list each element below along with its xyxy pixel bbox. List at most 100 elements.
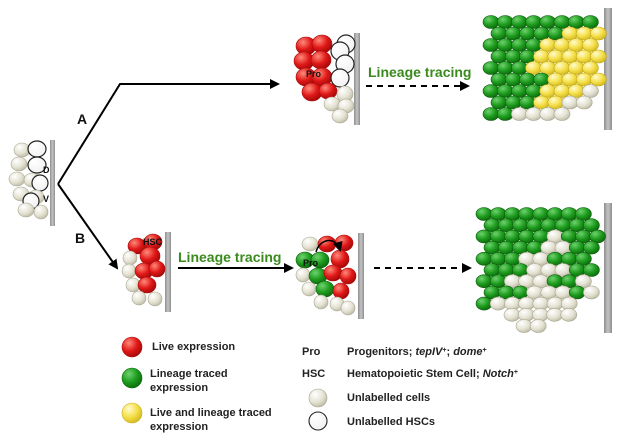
traced-cell	[525, 38, 542, 52]
unlabelled-cell	[340, 300, 356, 316]
traced-cell	[475, 251, 493, 266]
live-traced-cell	[582, 38, 599, 52]
live-cell	[332, 282, 350, 300]
legend-both-line2: expression	[150, 421, 208, 433]
cell-cluster-a-progenitor	[293, 34, 356, 124]
unlabelled-cell	[122, 250, 138, 266]
traced-cell	[511, 15, 528, 29]
traced-cell	[496, 107, 514, 121]
legend-live-expression: Live expression	[152, 341, 235, 353]
unlabelled-cell	[295, 267, 311, 283]
traced-cell	[482, 61, 500, 75]
unlabelled-hsc	[31, 174, 49, 192]
branch-a-arrow	[57, 79, 280, 185]
traced-cell	[504, 95, 522, 110]
live-cell	[318, 82, 338, 100]
unlabelled-cell	[301, 281, 317, 297]
traced-cell	[533, 26, 550, 41]
traced-cell	[482, 84, 500, 98]
unlabelled-cell	[511, 107, 528, 121]
live-traced-cell	[547, 72, 565, 87]
legend-pro-sep: ;	[446, 346, 453, 358]
live-traced-cell	[575, 49, 593, 64]
legend-yellow-swatch	[121, 402, 143, 424]
live-cell	[339, 267, 357, 285]
dorsal-label: D	[43, 165, 50, 175]
unlabelled-hsc	[330, 68, 350, 88]
dorsal-vessel-bars	[50, 8, 612, 333]
unlabelled-cell	[121, 263, 137, 279]
legend-beige-swatch	[308, 388, 328, 408]
unlabelled-cell	[489, 296, 507, 311]
legend-hsc-gene: Notch	[483, 368, 514, 380]
traced-cell	[511, 84, 528, 98]
live-traced-cell	[553, 61, 571, 75]
legend-pro-description: Progenitors; tepIV+; dome+	[347, 346, 487, 358]
legend-unlabelled-cells: Unlabelled cells	[347, 392, 430, 404]
cell-cluster-a-traced	[482, 15, 607, 121]
live-traced-cell	[567, 84, 585, 98]
live-traced-cell	[575, 26, 593, 41]
hsc-label: HSC	[143, 237, 163, 247]
traced-cell	[475, 274, 493, 289]
unlabelled-cell	[539, 107, 557, 121]
ventral-label: V	[43, 194, 49, 204]
branch-b-label: B	[75, 230, 85, 246]
traced-cell	[519, 72, 536, 87]
live-traced-cell	[533, 49, 550, 64]
unlabelled-cell	[525, 107, 542, 121]
cell-cluster-b-traced	[475, 207, 606, 333]
traced-cell	[582, 15, 599, 29]
live-cell	[137, 276, 157, 294]
traced-cell	[589, 229, 606, 244]
unlabelled-cell	[583, 285, 600, 300]
traced-cell	[539, 15, 557, 29]
traced-cell	[533, 72, 550, 87]
branch-a-label: A	[77, 111, 87, 127]
unlabelled-cell	[515, 319, 533, 333]
traced-cell	[553, 15, 571, 29]
live-cell	[311, 34, 333, 54]
traced-cell	[475, 229, 493, 244]
vessel-bar-b-end	[604, 203, 612, 333]
unlabelled-cell	[301, 236, 319, 252]
traced-cell	[583, 218, 600, 232]
traced-cell	[525, 15, 542, 29]
legend-pro-abbr: Pro	[302, 346, 321, 358]
unlabelled-cell	[33, 204, 49, 220]
traced-cell	[519, 49, 536, 64]
live-cell	[310, 50, 332, 70]
traced-cell	[575, 207, 592, 221]
unlabelled-cell	[17, 202, 35, 218]
legend-pro-text: Progenitors;	[347, 346, 415, 358]
traced-cell	[475, 207, 493, 221]
live-traced-cell	[547, 49, 565, 64]
live-traced-cell	[525, 61, 542, 75]
traced-cell	[496, 84, 514, 98]
live-traced-cell	[575, 72, 593, 87]
traced-cell	[490, 72, 508, 87]
live-traced-cell	[582, 61, 599, 75]
legend-pro-gene1: tepIV	[415, 346, 444, 358]
legend-lineage-line2: expression	[150, 382, 208, 394]
traced-cell	[583, 263, 600, 277]
traced-cell	[482, 38, 500, 52]
lineage-tracing-label-top: Lineage tracing	[368, 64, 471, 80]
traced-cell	[567, 15, 585, 29]
live-traced-cell	[553, 84, 571, 98]
unlabelled-cell	[561, 95, 579, 110]
live-cell	[148, 260, 166, 278]
unlabelled-cell	[147, 291, 163, 307]
lineage-tracing-label-bottom: Lineage tracing	[178, 249, 281, 265]
vessel-bar-start	[50, 140, 55, 226]
traced-cell	[504, 26, 522, 41]
unlabelled-cell	[575, 95, 593, 110]
traced-cell	[525, 84, 542, 98]
unlabelled-cell	[560, 307, 578, 322]
unlabelled-cell	[582, 84, 599, 98]
traced-cell	[511, 61, 528, 75]
unlabelled-cell	[8, 171, 26, 187]
branch-b-arrow	[57, 183, 119, 270]
unlabelled-cell	[546, 307, 563, 322]
